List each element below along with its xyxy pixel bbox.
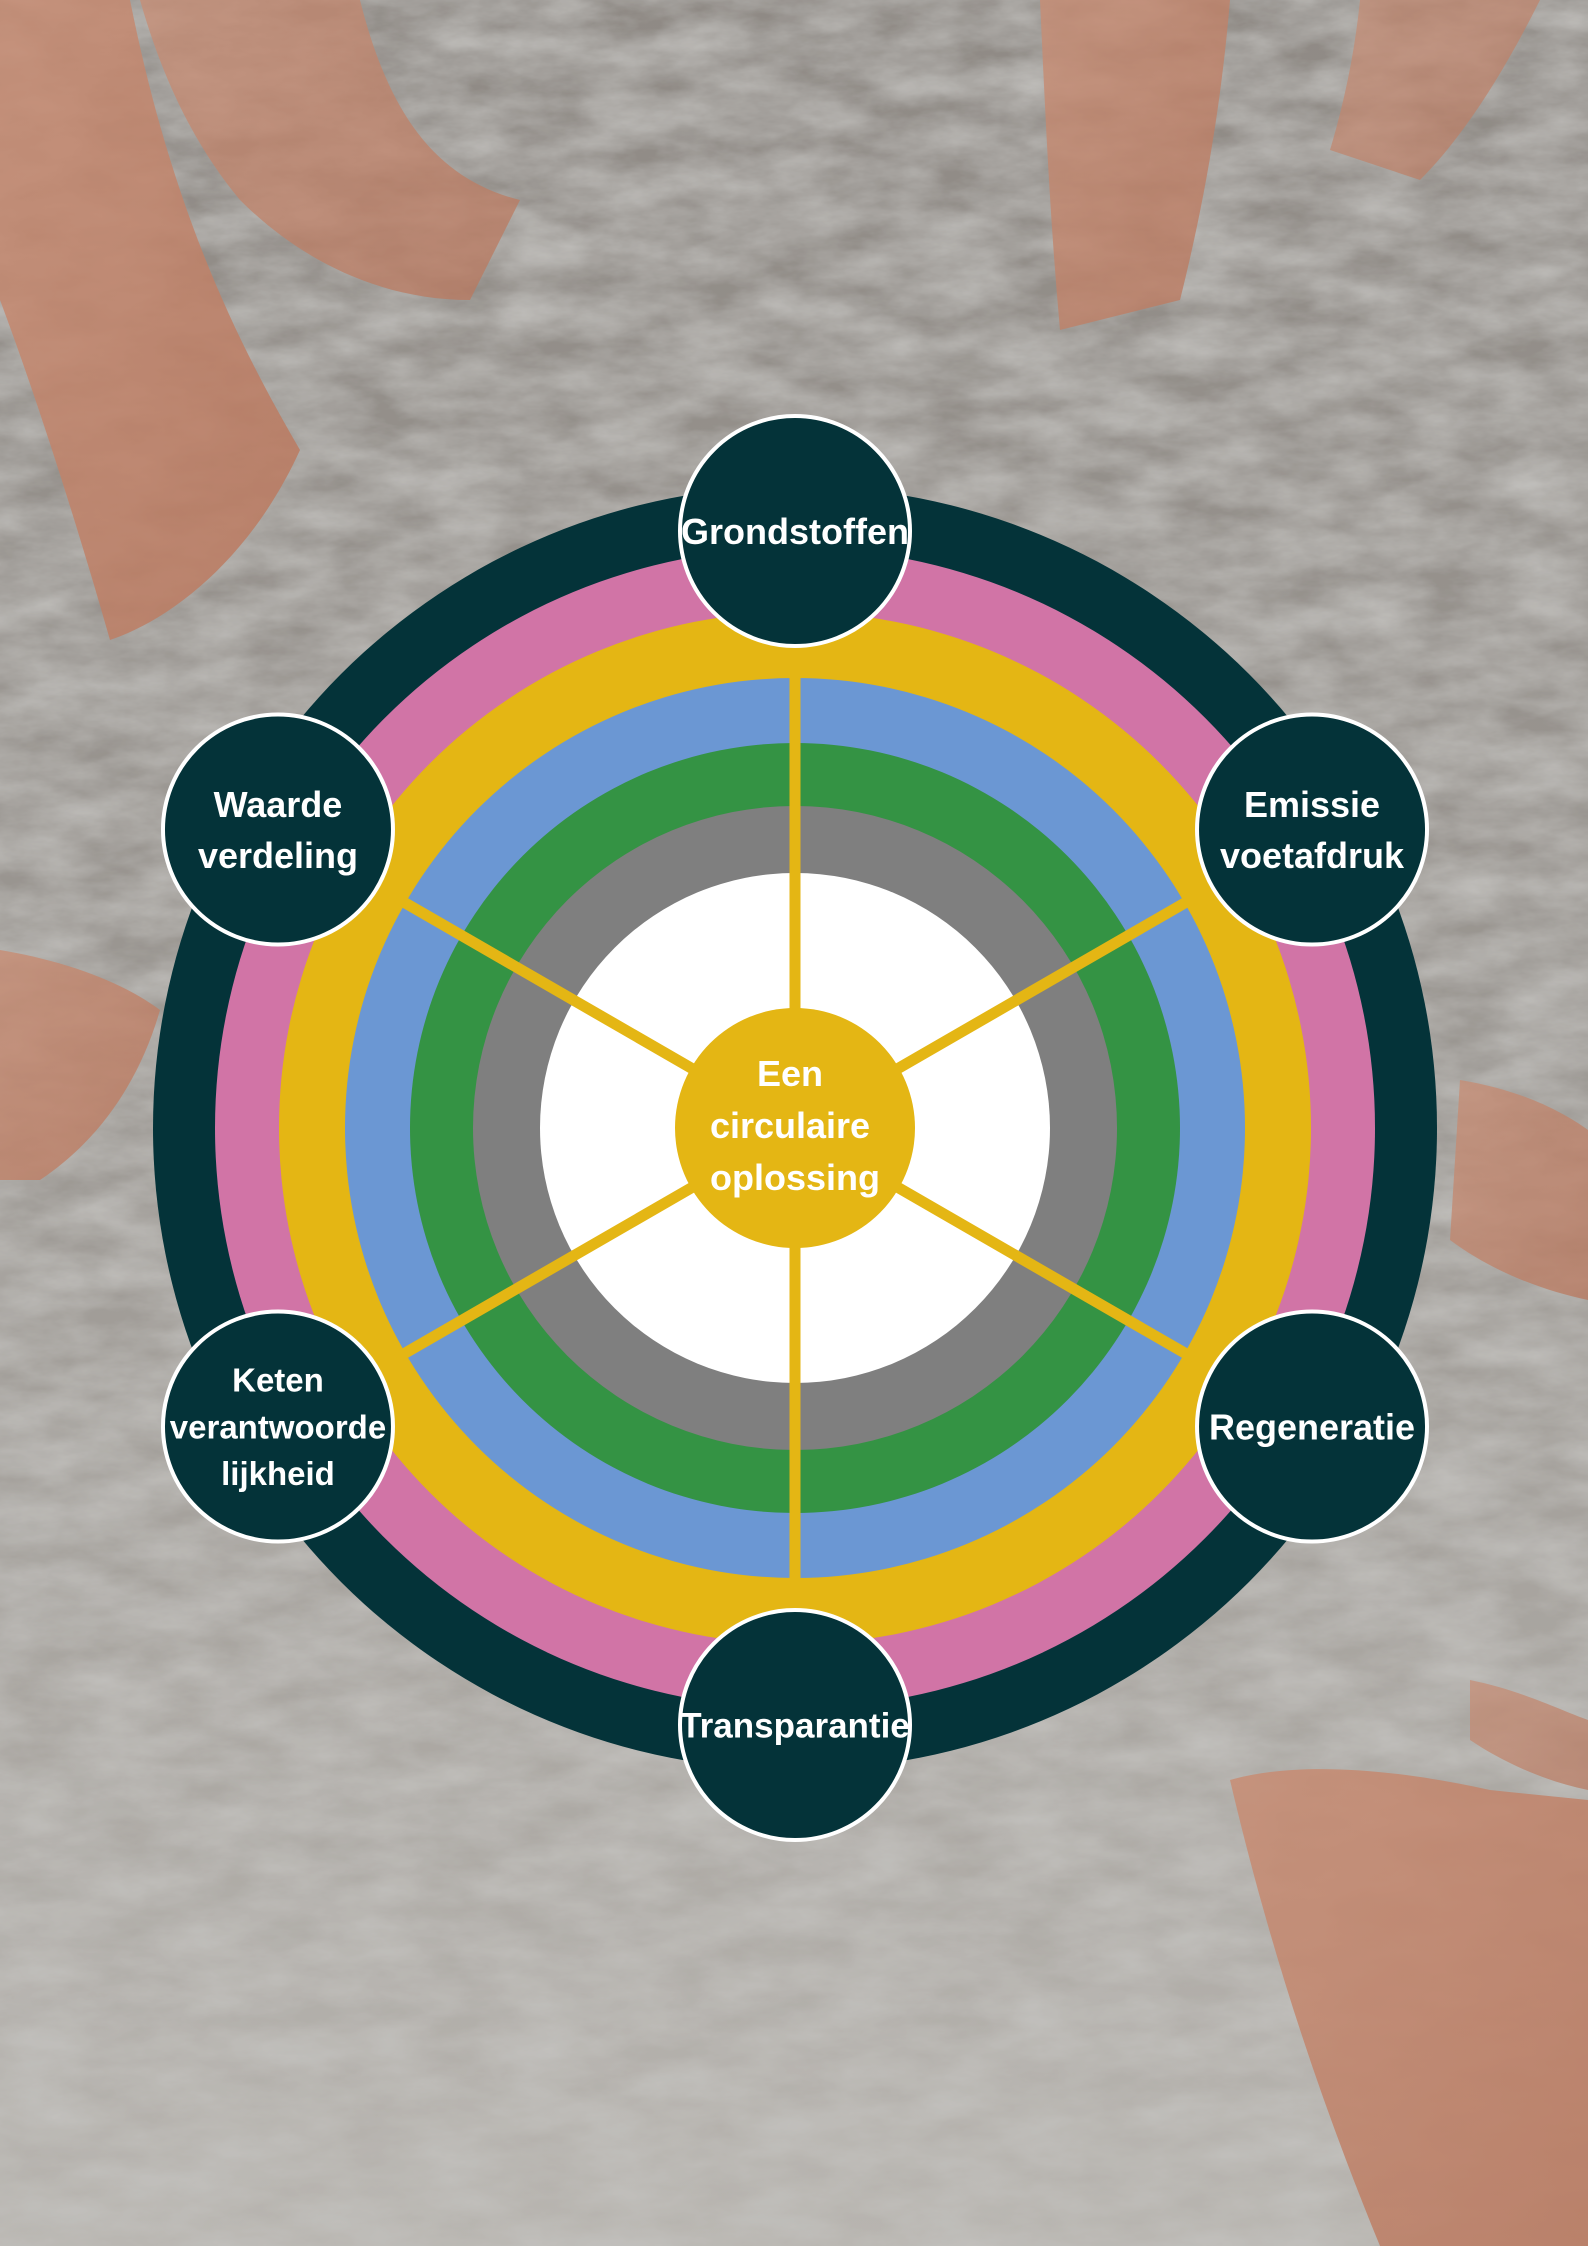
node-label-line: Emissie (1244, 784, 1380, 825)
spoke-line (887, 1178, 1197, 1363)
arm-shape (1330, 0, 1540, 180)
node-label-line: verantwoorde (170, 1408, 386, 1445)
node-label-line: Waarde (214, 784, 343, 825)
node-label: Keten verantwoorde lijkheid (170, 1362, 386, 1493)
spoke-line (393, 1178, 703, 1363)
spoke-line (393, 893, 703, 1078)
center-label-line: Een (757, 1053, 823, 1094)
node-circle (678, 1608, 912, 1842)
node-keten-verantwoordelijkheid: Keten verantwoorde lijkheid (160, 1309, 395, 1544)
node-regeneratie: Regeneratie (1195, 1309, 1430, 1544)
spokes (393, 668, 1197, 1588)
node-transparantie: Transparantie (678, 1608, 912, 1842)
node-circle (160, 712, 395, 947)
arm-shape (0, 950, 160, 1180)
node-label: Regeneratie (1209, 1406, 1415, 1447)
node-circle (678, 414, 912, 648)
node-grondstoffen: Grondstoffen (678, 414, 912, 648)
node-circle (1195, 712, 1430, 947)
node-label: Waarde verdeling (198, 784, 358, 876)
arm-shape (1450, 1080, 1588, 1300)
node-circle (1195, 1309, 1430, 1544)
arm-shape (140, 0, 520, 300)
node-label-line: Grondstoffen (681, 511, 909, 552)
arm-shape (1470, 1680, 1588, 1790)
node-label-line: lijkheid (221, 1455, 335, 1492)
arm-shape (0, 0, 300, 640)
center-label-line: circulaire (710, 1105, 870, 1146)
center-label-line: oplossing (710, 1157, 880, 1198)
node-label: Emissie voetafdruk (1220, 784, 1405, 876)
center-circle (675, 1008, 915, 1248)
node-label: Grondstoffen (681, 511, 909, 552)
node-waarde-verdeling: Waarde verdeling (160, 712, 395, 947)
arm-shape (1040, 0, 1230, 330)
node-label-line: verdeling (198, 835, 358, 876)
center-label: Een circulaire oplossing (710, 1053, 880, 1198)
node-label-line: Regeneratie (1209, 1406, 1415, 1447)
node-label: Transparantie (680, 1707, 910, 1746)
node-label-line: voetafdruk (1220, 835, 1405, 876)
node-label-line: Transparantie (680, 1707, 910, 1746)
center-hub: Een circulaire oplossing (675, 1008, 915, 1248)
node-circle (160, 1309, 395, 1544)
node-label-line: Keten (232, 1362, 324, 1399)
node-emissie-voetafdruk: Emissie voetafdruk (1195, 712, 1430, 947)
arm-shape (1230, 1769, 1588, 2246)
spoke-line (887, 893, 1197, 1078)
